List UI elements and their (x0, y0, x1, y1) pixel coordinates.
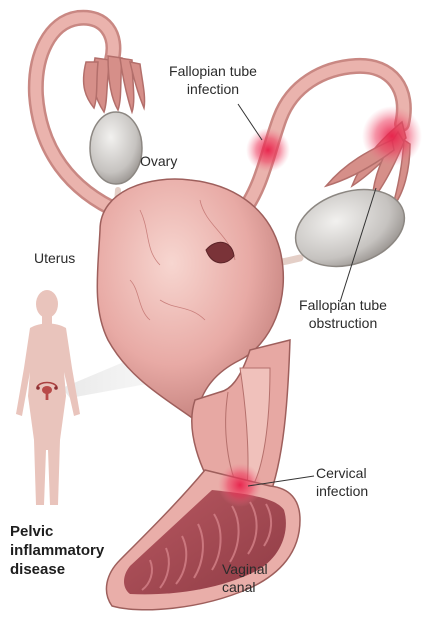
ovary-label: Ovary (140, 152, 177, 170)
left-ovary (90, 112, 142, 184)
fimbriae-infection-spot (362, 106, 422, 166)
fallopian-tube-infection-label: Fallopian tube infection (158, 62, 268, 98)
fallopian-tube-obstruction-label: Fallopian tube obstruction (284, 296, 402, 332)
diagram-title: Pelvic inflammatory disease (10, 522, 104, 579)
fallopian-tube-infection-spot (246, 128, 290, 172)
cervical-infection-label: Cervical infection (316, 464, 368, 500)
right-ovary (286, 176, 415, 279)
uterus-label: Uterus (34, 249, 75, 267)
vaginal-canal-label: Vaginal canal (222, 560, 268, 596)
left-fimbriae (84, 56, 145, 112)
